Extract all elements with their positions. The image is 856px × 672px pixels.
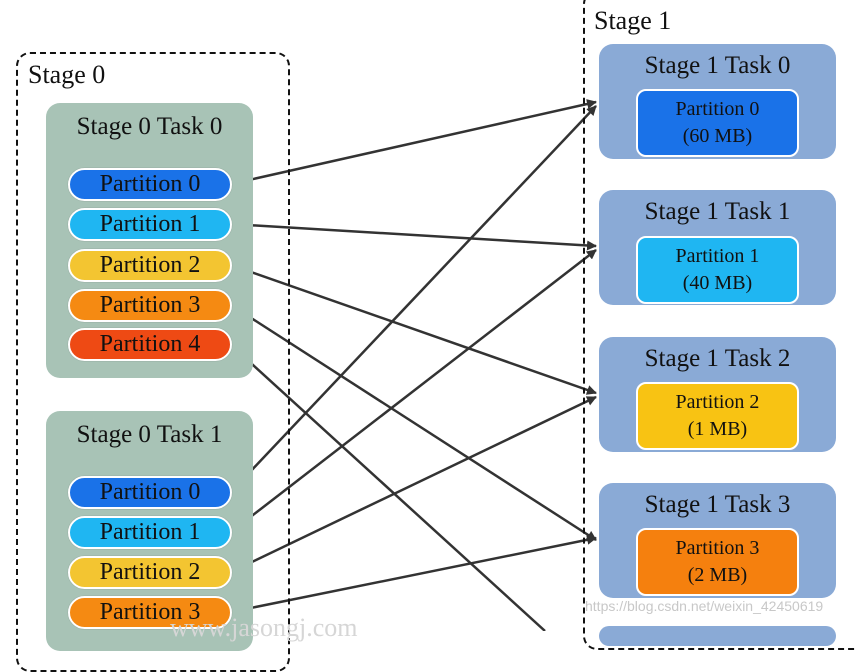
s0t1-partition-1: Partition 1 — [68, 516, 232, 549]
s1t3-partition-box: Partition 3 — [636, 528, 799, 596]
stage0-label: Stage 0 — [28, 60, 106, 89]
arrow-t1p2-to-s1t2 — [230, 395, 597, 574]
s0t0-partition-3: Partition 3 — [68, 289, 232, 322]
s1t0-partition-size: (60 MB) — [682, 125, 753, 147]
shuffle-arrows — [230, 99, 597, 631]
s1t1-partition-size: (40 MB) — [682, 272, 753, 294]
stage1-task3-title: Stage 1 Task 3 — [644, 491, 791, 518]
arrow-t0p4-to-s1t4 — [230, 344, 546, 631]
s1t1-partition-box: Partition 1 — [636, 236, 799, 304]
stage1-task1-title: Stage 1 Task 1 — [644, 198, 791, 225]
watermark-text: https://blog.csdn.net/weixin_42450619 — [585, 598, 824, 614]
stage1-task2-title: Stage 1 Task 2 — [644, 345, 791, 372]
s1t0-partition-box: Partition 0 — [636, 89, 799, 157]
s1t2-partition-box: Partition 2 — [636, 382, 799, 450]
s1t3-partition-label: Partition 3 — [675, 537, 760, 559]
stage1-task4-partial — [599, 626, 836, 646]
s1t3-partition-size: (2 MB) — [687, 564, 748, 586]
arrow-t0p1-to-s1t1 — [230, 222, 597, 251]
s1t2-partition-label: Partition 2 — [675, 391, 760, 413]
arrow-t1p1-to-s1t1 — [230, 249, 597, 533]
watermark-text-2: www.jasongj.com — [170, 613, 358, 642]
arrow-t1p0-to-s1t0 — [230, 105, 597, 493]
stage0-task0-title: Stage 0 Task 0 — [76, 113, 223, 140]
s0t0-partition-2: Partition 2 — [68, 249, 232, 282]
s0t1-partition-0: Partition 0 — [68, 476, 232, 509]
s1t0-partition-label: Partition 0 — [675, 98, 760, 120]
s0t0-partition-0: Partition 0 — [68, 168, 232, 201]
s0t1-partition-2: Partition 2 — [68, 556, 232, 589]
stage1-label: Stage 1 — [594, 6, 672, 35]
s0t0-partition-1: Partition 1 — [68, 208, 232, 241]
s0t1-partition-3: Partition 3 — [68, 596, 232, 629]
arrow-t0p0-to-s1t0 — [230, 99, 597, 186]
arrow-t0p3-to-s1t3 — [230, 303, 597, 542]
arrow-t0p2-to-s1t2 — [230, 263, 597, 395]
stage0-task1-title: Stage 0 Task 1 — [76, 421, 223, 448]
s1t2-partition-size: (1 MB) — [687, 418, 748, 440]
s0t0-partition-4: Partition 4 — [68, 328, 232, 361]
s1t1-partition-label: Partition 1 — [675, 245, 760, 267]
arrow-t1p3-to-s1t3 — [230, 534, 597, 614]
stage1-task0-title: Stage 1 Task 0 — [644, 52, 791, 79]
